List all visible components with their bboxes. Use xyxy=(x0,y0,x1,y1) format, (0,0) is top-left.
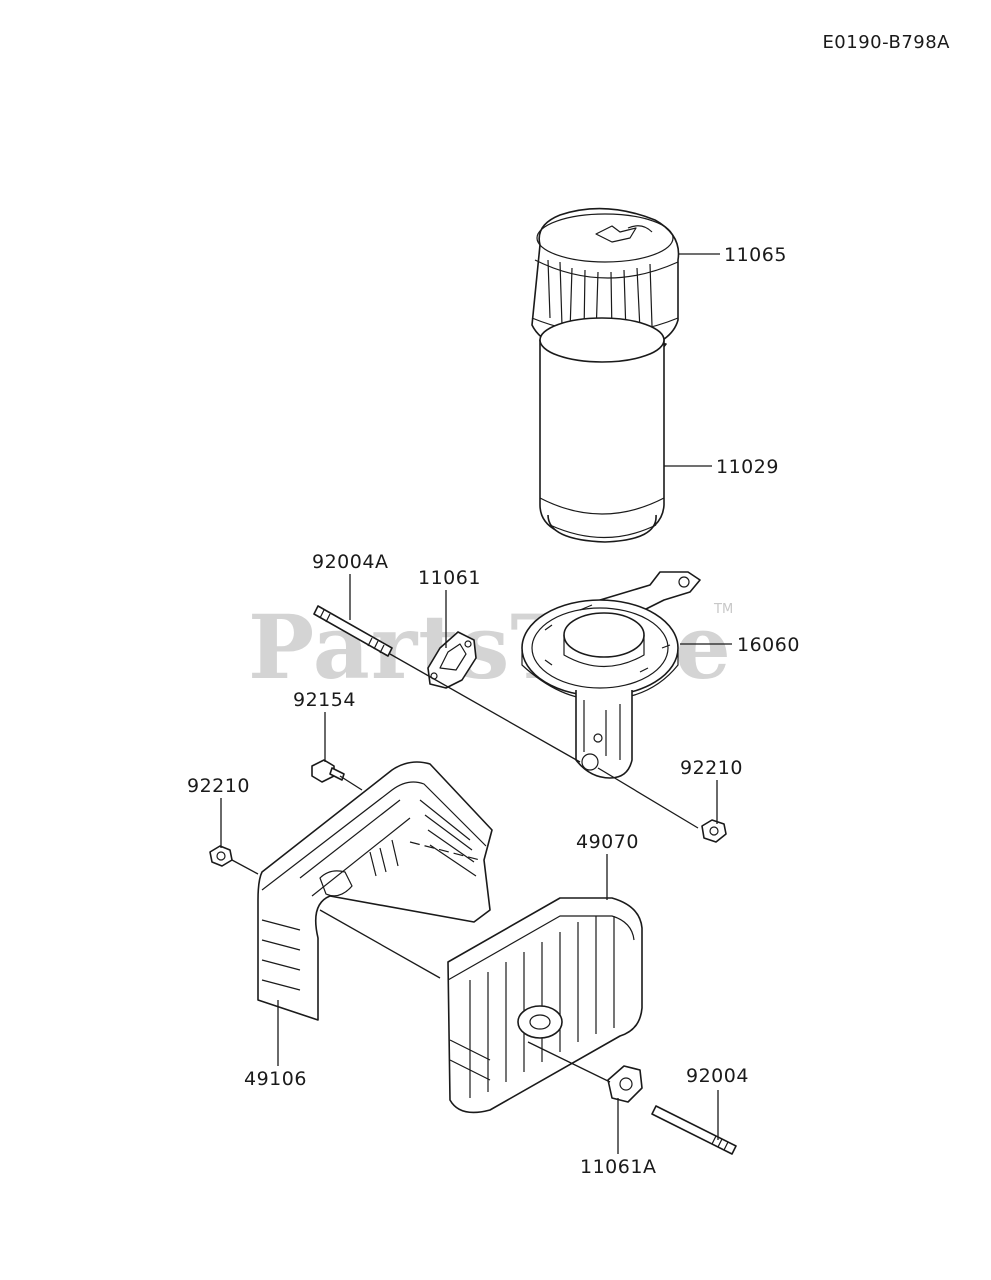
nut-right-drawing[interactable] xyxy=(701,819,727,843)
bolt-drawing[interactable] xyxy=(311,759,345,783)
part-number-11061[interactable]: 11061 xyxy=(418,567,481,589)
part-number-11065[interactable]: 11065 xyxy=(724,244,787,266)
muffler-cover-drawing[interactable] xyxy=(257,761,493,1021)
diagram-code: E0190-B798A xyxy=(822,32,950,53)
part-number-49106[interactable]: 49106 xyxy=(244,1068,307,1090)
air-filter-element-drawing[interactable] xyxy=(539,317,665,543)
part-number-92154[interactable]: 92154 xyxy=(293,689,356,711)
part-number-11029[interactable]: 11029 xyxy=(716,456,779,478)
part-number-92004A[interactable]: 92004A xyxy=(312,551,388,573)
part-number-92004[interactable]: 92004 xyxy=(686,1065,749,1087)
part-number-92210-right[interactable]: 92210 xyxy=(680,757,743,779)
air-cleaner-cover-drawing[interactable] xyxy=(531,207,680,357)
air-cleaner-base-drawing[interactable] xyxy=(521,571,701,779)
muffler-drawing[interactable] xyxy=(447,897,643,1114)
part-number-11061A[interactable]: 11061A xyxy=(580,1156,656,1178)
gasket-a-drawing[interactable] xyxy=(607,1065,643,1103)
leader-lines xyxy=(220,253,732,1154)
watermark-trademark: TM xyxy=(713,602,733,617)
stud-bolt-drawing[interactable] xyxy=(651,1105,737,1155)
stud-bolt-a-drawing[interactable] xyxy=(313,605,393,657)
part-number-92210-left[interactable]: 92210 xyxy=(187,775,250,797)
part-labels: 11065 11029 16060 92004A 11061 92154 922… xyxy=(187,244,800,1178)
part-number-49070[interactable]: 49070 xyxy=(576,831,639,853)
part-number-16060[interactable]: 16060 xyxy=(737,634,800,656)
nut-left-drawing[interactable] xyxy=(209,845,233,867)
